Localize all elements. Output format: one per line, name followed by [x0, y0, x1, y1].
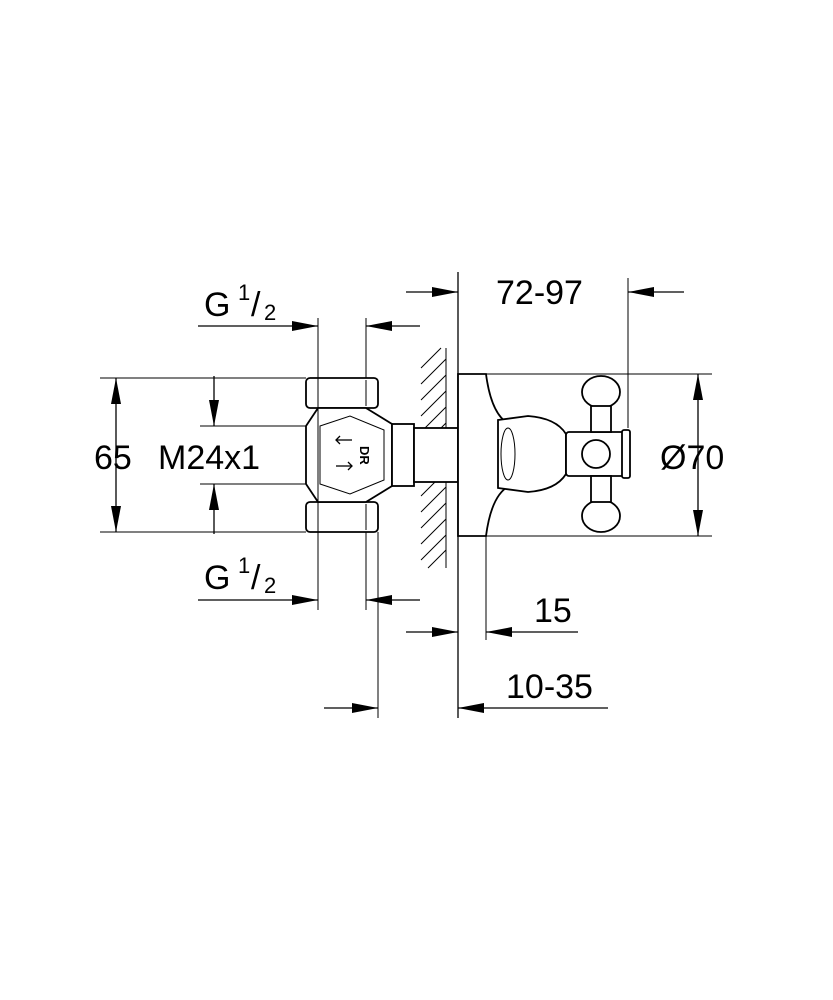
dim-thread: M24x1 [158, 439, 260, 477]
dim-inlet-bottom: G 1 / 2 [204, 553, 276, 598]
svg-text:1: 1 [238, 553, 250, 578]
dim-installation-depth: 10-35 [506, 668, 593, 706]
bottom-nut [305, 501, 379, 533]
wall-nipple [413, 427, 459, 483]
valve-body: DR [305, 377, 459, 533]
body-marking: DR [357, 446, 372, 465]
handle-knob-bottom [581, 499, 621, 533]
dimension-lines [100, 278, 712, 718]
svg-text:2: 2 [264, 300, 276, 325]
svg-text:2: 2 [264, 573, 276, 598]
bonnet [497, 415, 567, 493]
top-nut [305, 377, 379, 409]
dim-projection: 72-97 [496, 274, 583, 312]
svg-text:G: G [204, 286, 230, 324]
dim-inlet-top: G 1 / 2 [204, 280, 276, 325]
handle-knob-top [581, 375, 621, 409]
rosette-and-handle [457, 373, 631, 537]
dim-rosette-depth: 15 [534, 592, 572, 630]
svg-text:/: / [251, 559, 261, 597]
svg-text:/: / [251, 286, 261, 324]
flow-arrow-icon [335, 435, 353, 471]
dim-rosette-diameter: Ø70 [660, 439, 724, 477]
wall [420, 272, 459, 718]
svg-text:G: G [204, 559, 230, 597]
outlet-spigot [391, 423, 415, 487]
dim-height: 65 [94, 439, 132, 477]
svg-text:1: 1 [238, 280, 250, 305]
dimension-labels: 72-97 G 1 / 2 G 1 / 2 65 M24x1 Ø70 15 10… [94, 274, 724, 706]
body-casting [305, 407, 393, 503]
